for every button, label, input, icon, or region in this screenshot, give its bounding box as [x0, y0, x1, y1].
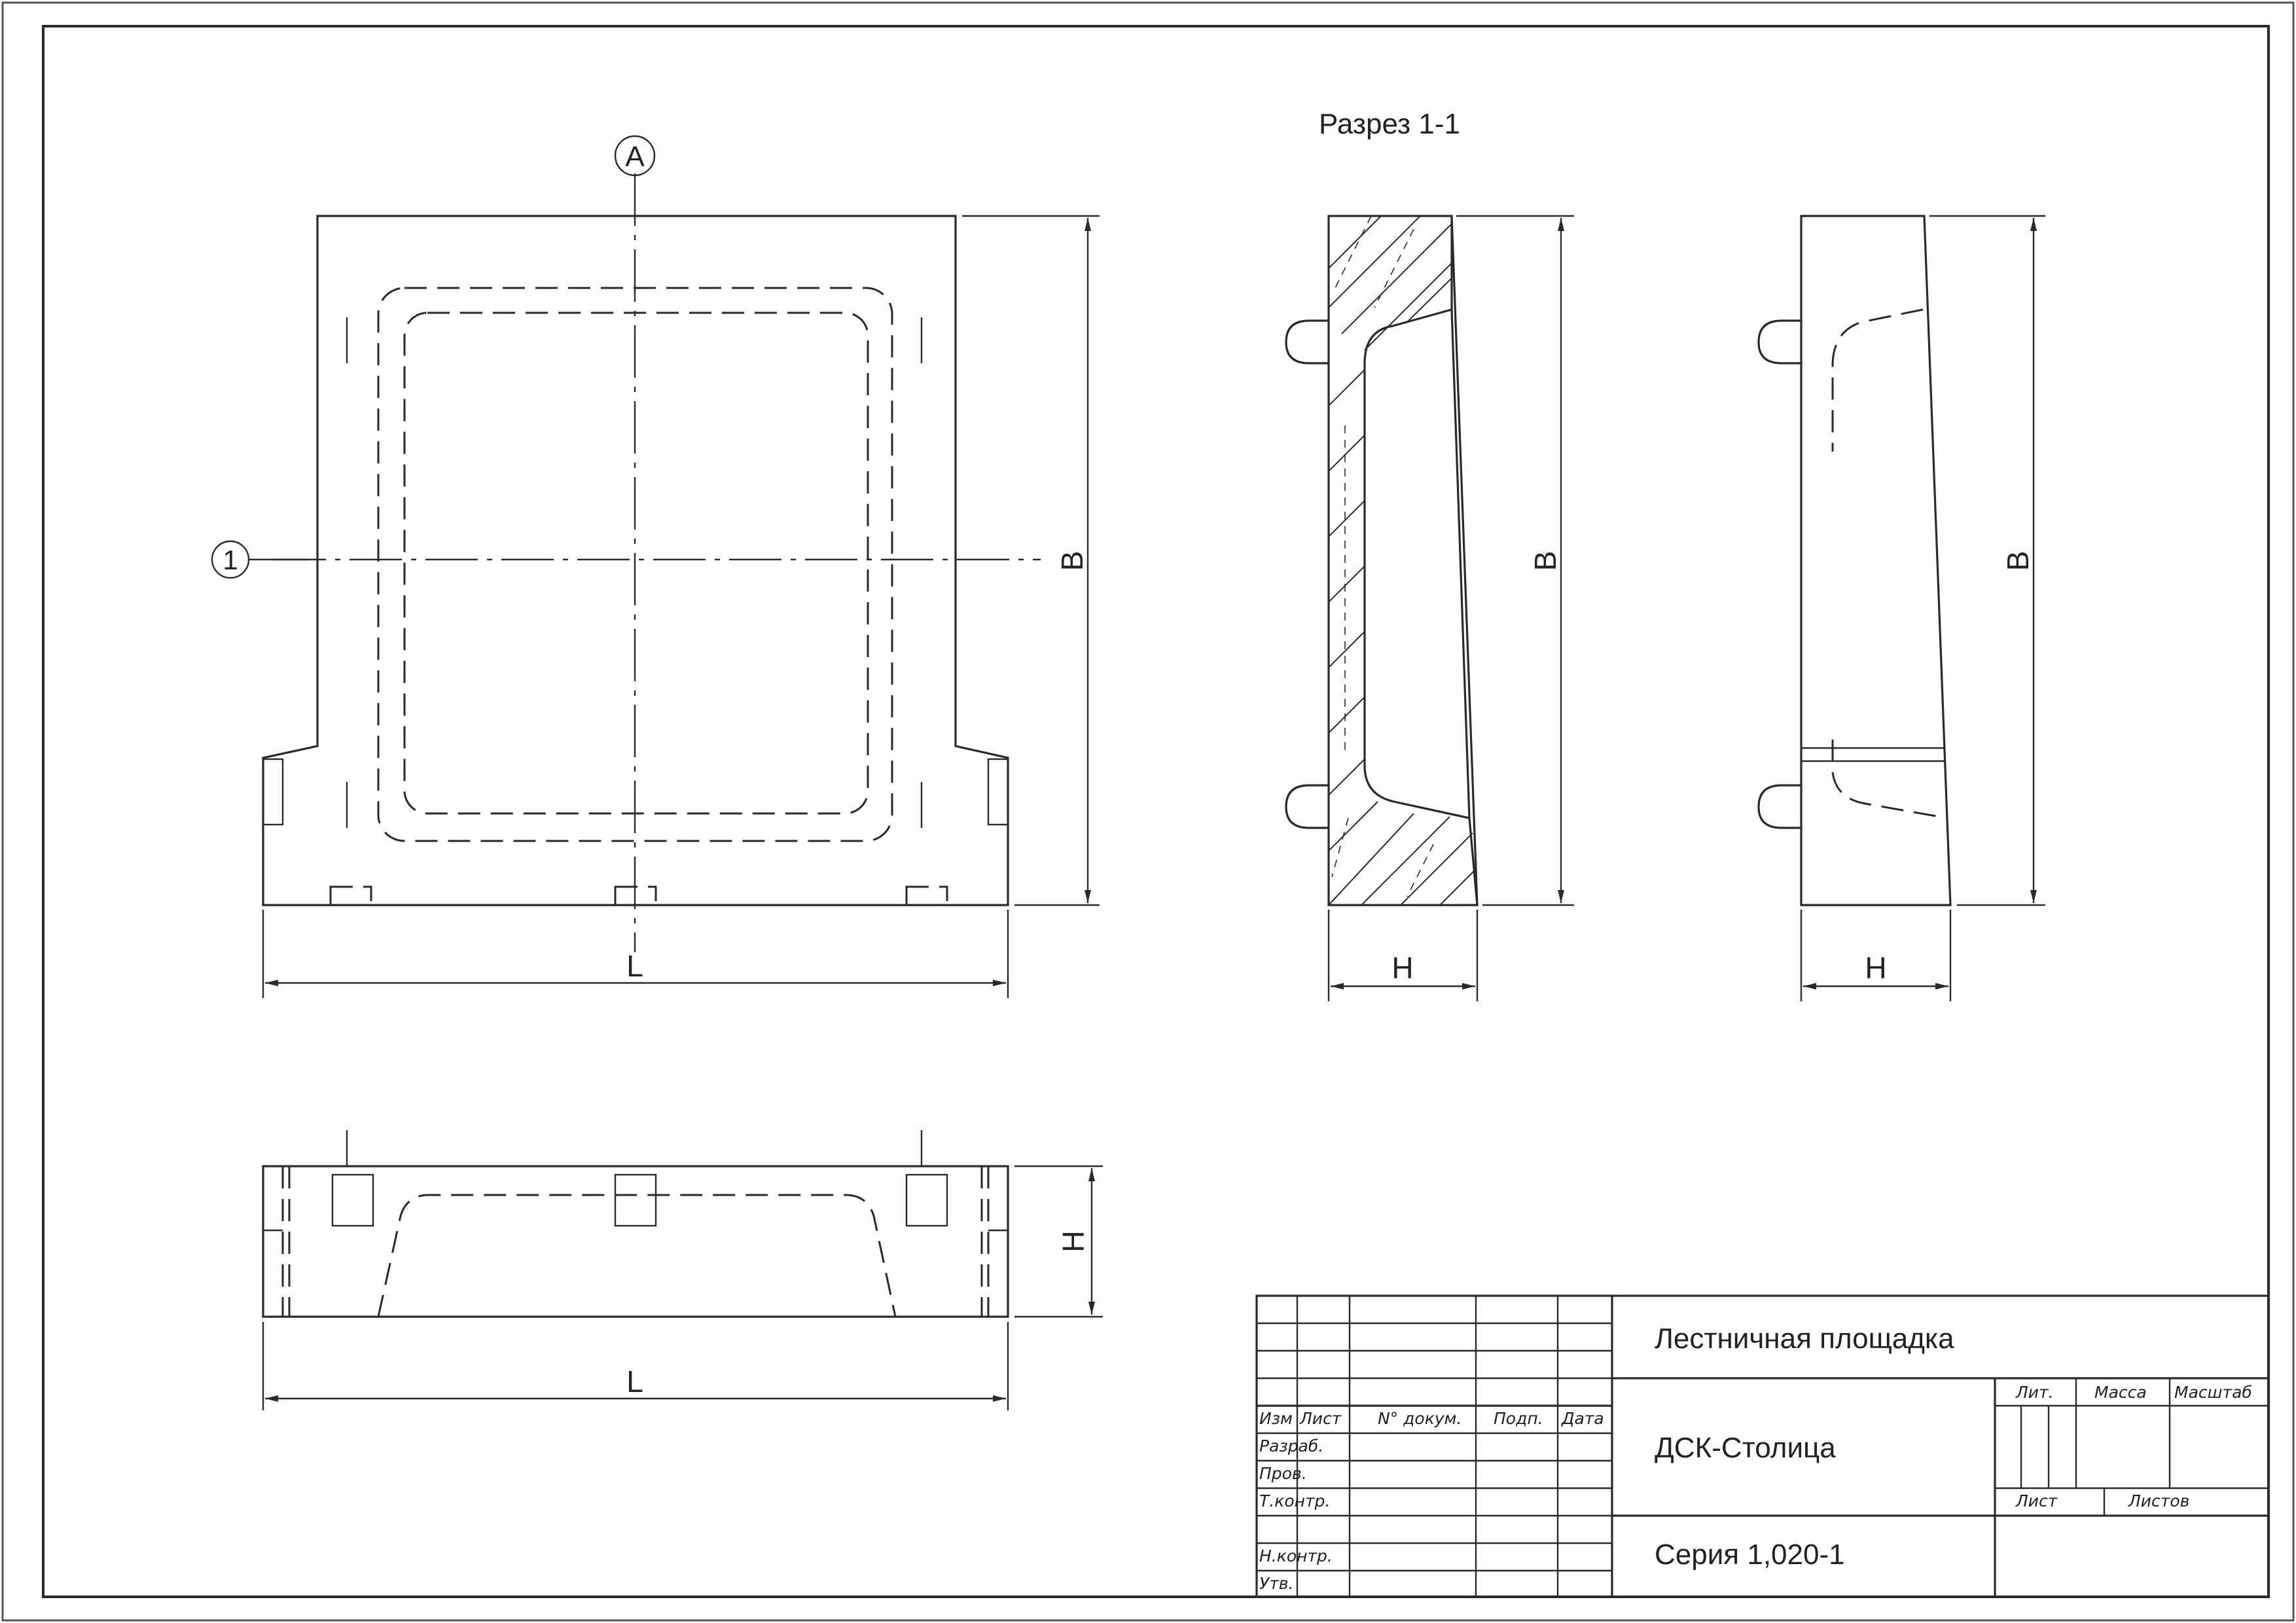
section-dim-h: H: [1391, 951, 1413, 985]
tb-massa: Масса: [2094, 1383, 2147, 1402]
inner-frame: [42, 25, 2270, 1598]
axis-1-label: 1: [223, 544, 238, 575]
tb-row-prov: Пров.: [1259, 1464, 1307, 1483]
tb-row-nkontr: Н.контр.: [1259, 1546, 1333, 1565]
front-dim-l: L: [626, 1364, 643, 1399]
tb-col-date: Дата: [1561, 1409, 1604, 1428]
section-view: Разрез 1-1: [1285, 108, 1574, 1001]
tb-name: Лестничная площадка: [1655, 1323, 1954, 1355]
section-dim-b: B: [1528, 551, 1562, 571]
tb-col-list: Лист: [1299, 1409, 1342, 1428]
tb-row-razrab: Разраб.: [1259, 1436, 1323, 1455]
front-dim-h: H: [1056, 1230, 1090, 1252]
tb-lit: Лит.: [2015, 1383, 2054, 1402]
tb-series: Серия 1,020-1: [1655, 1539, 1845, 1571]
tb-col-doc: N° докум.: [1378, 1409, 1462, 1428]
tb-col-sign: Подп.: [1494, 1409, 1543, 1428]
plan-dim-l: L: [626, 949, 643, 983]
section-hatching: [1328, 215, 1477, 906]
tb-masshtab: Масштаб: [2174, 1383, 2252, 1402]
side-dim-h: H: [1865, 951, 1886, 985]
tb-list: Лист: [2015, 1491, 2058, 1510]
section-title: Разрез 1-1: [1319, 108, 1460, 140]
front-view: L H: [262, 1130, 1103, 1410]
axis-a-label: А: [625, 141, 645, 173]
tb-row-utv: Утв.: [1259, 1574, 1293, 1593]
tb-organization: ДСК-Столица: [1655, 1432, 1836, 1464]
side-view: B H: [1757, 215, 2045, 1001]
plan-dim-b: B: [1055, 551, 1089, 571]
tb-row-tkontr: Т.контр.: [1259, 1491, 1330, 1510]
title-block: Изм Лист N° докум. Подп. Дата Разраб. Пр…: [1255, 1294, 2270, 1598]
tb-col-izm: Изм: [1259, 1409, 1293, 1428]
side-dim-b: B: [2001, 551, 2035, 571]
tb-listov: Листов: [2128, 1491, 2189, 1510]
plan-view: А 1 L B: [211, 135, 1100, 998]
